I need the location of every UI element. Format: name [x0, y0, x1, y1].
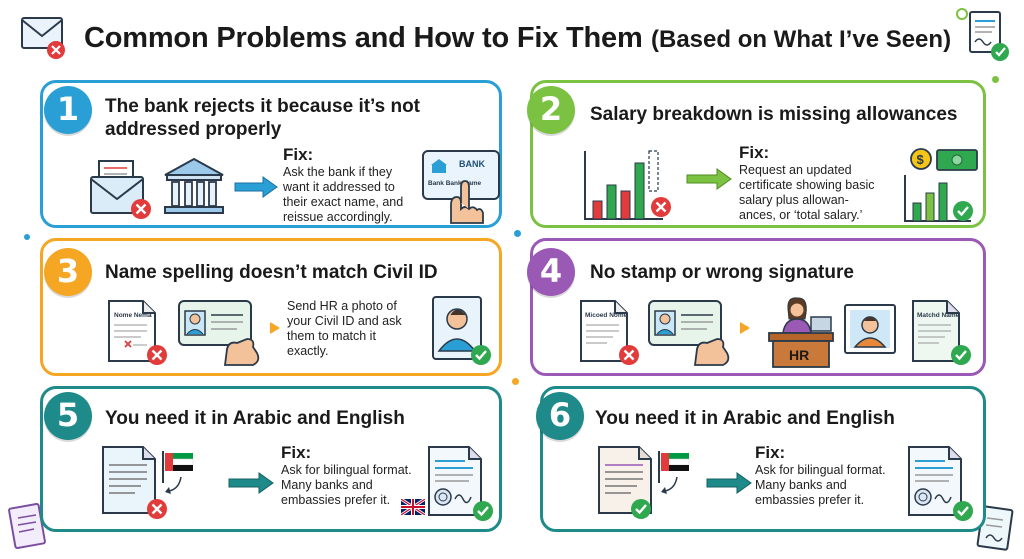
id-card-icon — [178, 300, 260, 366]
certificate-icon — [428, 446, 493, 521]
card-4-number-badge: 4 — [527, 248, 575, 296]
card-6-number-badge: 6 — [536, 392, 584, 440]
card-5-fix-text: Ask for bilingual format. Many banks and… — [281, 463, 412, 507]
decor-dot — [992, 76, 999, 83]
card-4-doc-label-left: Micoed Nome — [585, 312, 628, 319]
card-1-heading-line1: The bank rejects it because it’s not — [105, 96, 421, 117]
arrow-right-icon — [706, 472, 752, 494]
decor-dot — [514, 230, 521, 237]
envelope-reject-icon — [21, 17, 65, 59]
arrow-right-icon — [234, 176, 278, 198]
card-2-heading: Salary breakdown is missing allowances — [590, 104, 958, 125]
bank-icon — [164, 157, 224, 214]
bar-chart-icon — [904, 175, 973, 222]
card-1-heading: The bank rejects it because it’s not add… — [105, 95, 420, 141]
card-1-heading-line2: addressed properly — [105, 119, 282, 140]
title-main: Common Problems and How to Fix Them — [84, 22, 643, 54]
arrow-right-icon — [228, 472, 274, 494]
problem-card-2: Salary breakdown is missing allowances F… — [530, 80, 986, 228]
id-card-icon — [648, 300, 730, 366]
document-icon: Micoed Nome — [580, 300, 639, 365]
profile-photo-icon — [432, 296, 491, 365]
arrow-right-icon — [686, 168, 732, 190]
card-6-fix-label: Fix: — [755, 443, 786, 462]
profile-photo-icon — [844, 304, 896, 354]
card-5-fix-label: Fix: — [281, 443, 312, 462]
page-title: Common Problems and How to Fix Them (Bas… — [84, 22, 964, 55]
document-icon: Matchd Name — [912, 300, 971, 365]
hr-desk-icon: HR — [768, 297, 834, 368]
triangle-arrow-icon — [740, 322, 750, 334]
bank-card-title: BANK — [459, 159, 485, 169]
card-1-number-badge: 1 — [44, 86, 92, 134]
card-2-fix-label: Fix: — [739, 143, 770, 162]
approved-document-icon — [976, 505, 1014, 551]
decor-dot — [24, 234, 30, 240]
card-4-doc-label-right: Matchd Name — [917, 312, 960, 319]
problem-card-3: Name spelling doesn’t match Civil ID Nom… — [40, 238, 502, 376]
problem-card-6: You need it in Arabic and English Fix: A… — [540, 386, 986, 532]
card-6-heading: You need it in Arabic and English — [595, 408, 895, 429]
card-4-heading: No stamp or wrong signature — [590, 262, 854, 283]
certificate-icon — [908, 446, 973, 521]
hr-label: HR — [789, 347, 809, 363]
bank-card-name: Bank Bank Name — [428, 180, 481, 187]
uae-flag-icon — [658, 451, 690, 494]
uk-flag-icon — [401, 499, 425, 515]
uae-flag-icon — [162, 451, 194, 494]
document-icon: Nome Nema — [108, 300, 167, 365]
card-3-heading: Name spelling doesn’t match Civil ID — [105, 262, 438, 283]
card-5-number-badge: 5 — [44, 392, 92, 440]
bank-card-icon: BANK Bank Bank Name — [422, 150, 500, 224]
signed-document-icon — [969, 11, 1009, 61]
card-2-number-badge: 2 — [527, 86, 575, 134]
document-icon — [598, 446, 652, 519]
card-3-number-badge: 3 — [44, 248, 92, 296]
card-5-heading: You need it in Arabic and English — [105, 408, 405, 429]
card-1-fix-label: Fix: — [283, 145, 314, 164]
card-3-doc-label: Nome Nema — [114, 312, 152, 319]
triangle-arrow-icon — [270, 322, 280, 334]
document-icon — [102, 446, 167, 519]
problem-card-5: You need it in Arabic and English Fix: A… — [40, 386, 502, 532]
title-subtitle: (Based on What I’ve Seen) — [651, 26, 952, 53]
decor-dot — [512, 378, 519, 385]
problem-card-4: No stamp or wrong signature Micoed Nome … — [530, 238, 986, 376]
svg-text:$: $ — [917, 152, 925, 167]
problem-card-1: The bank rejects it because it’s not add… — [40, 80, 502, 228]
decor-dot — [956, 8, 968, 20]
envelope-icon — [90, 160, 151, 219]
money-icon: $ — [910, 148, 978, 171]
card-3-fix-text: Send HR a photo of your Civil ID and ask… — [287, 299, 402, 358]
card-1-fix-text: Ask the bank if they want it addressed t… — [283, 165, 404, 224]
card-2-fix-text: Request an updated certificate showing b… — [739, 163, 875, 222]
card-6-fix-text: Ask for bilingual format. Many banks and… — [755, 463, 886, 507]
bar-chart-icon — [584, 150, 671, 220]
